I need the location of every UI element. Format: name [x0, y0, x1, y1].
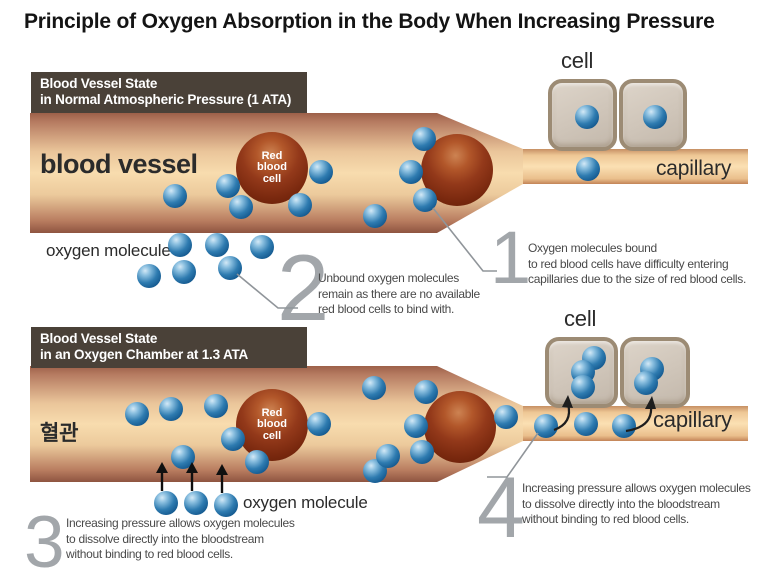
oxygen-molecule — [412, 127, 436, 151]
oxygen-molecule — [307, 412, 331, 436]
pressure-up-arrows — [156, 462, 228, 493]
panel-top-header: Blood Vessel State in Normal Atmospheric… — [31, 72, 307, 113]
red-blood-cell-bottom-2 — [424, 391, 496, 463]
oxygen-molecule — [494, 405, 518, 429]
oxygen-molecule — [168, 233, 192, 257]
red-blood-cell-bottom-labeled: Red blood cell — [236, 389, 308, 461]
leader-line-1 — [432, 207, 497, 272]
oxygen-molecule — [172, 260, 196, 284]
oxygen-molecule — [534, 414, 558, 438]
blood-vessel-label-top: blood vessel — [40, 149, 198, 179]
oxygen-molecule — [205, 233, 229, 257]
oxygen-molecule — [576, 157, 600, 181]
blood-vessel-label-bottom: 혈관 — [40, 422, 79, 445]
oxygen-molecule — [404, 414, 428, 438]
red-blood-cell-caption: Red blood cell — [257, 406, 287, 442]
oxygen-molecule — [363, 204, 387, 228]
oxygen-molecule — [376, 444, 400, 468]
oxygen-molecule — [184, 491, 208, 515]
oxygen-molecule-label-bottom: oxygen molecule — [243, 493, 368, 512]
cell-label-bottom: cell — [564, 306, 597, 331]
oxygen-molecule — [399, 160, 423, 184]
red-blood-cell-top-labeled: Red blood cell — [236, 132, 308, 204]
oxygen-molecule — [221, 427, 245, 451]
oxygen-molecule — [229, 195, 253, 219]
oxygen-molecule — [204, 394, 228, 418]
oxygen-molecule — [250, 235, 274, 259]
oxygen-molecule — [171, 445, 195, 469]
oxygen-molecule — [571, 375, 595, 399]
oxygen-molecule — [413, 188, 437, 212]
panel-bottom-header: Blood Vessel State in an Oxygen Chamber … — [31, 327, 307, 368]
annotation-3-text: Increasing pressure allows oxygen molecu… — [66, 516, 295, 562]
oxygen-molecule — [634, 371, 658, 395]
oxygen-molecule — [125, 402, 149, 426]
oxygen-molecule — [309, 160, 333, 184]
oxygen-molecule — [414, 380, 438, 404]
capillary-label-top: capillary — [656, 157, 732, 180]
oxygen-molecule — [288, 193, 312, 217]
oxygen-molecule-label-top: oxygen molecule — [46, 241, 171, 260]
oxygen-molecule — [137, 264, 161, 288]
oxygen-molecule — [245, 450, 269, 474]
oxygen-molecule — [574, 412, 598, 436]
oxygen-molecule — [216, 174, 240, 198]
oxygen-molecule — [362, 376, 386, 400]
annotation-2-text: Unbound oxygen molecules remain as there… — [318, 271, 480, 317]
oxygen-molecule — [163, 184, 187, 208]
panel-top-header-line1: Blood Vessel State — [40, 76, 158, 91]
cell-label-top: cell — [561, 48, 594, 73]
annotation-1-text: Oxygen molecules bound to red blood cell… — [528, 241, 747, 287]
panel-top-header-line2: in Normal Atmospheric Pressure (1 ATA) — [40, 92, 292, 107]
page-title: Principle of Oxygen Absorption in the Bo… — [24, 10, 715, 33]
panel-bottom-header-line2: in an Oxygen Chamber at 1.3 ATA — [40, 347, 249, 362]
oxygen-molecule — [214, 493, 238, 517]
annotation-4-text: Increasing pressure allows oxygen molecu… — [522, 481, 751, 527]
oxygen-molecule — [159, 397, 183, 421]
panel-bottom-header-line1: Blood Vessel State — [40, 331, 158, 346]
red-blood-cell-caption: Red blood cell — [257, 149, 287, 185]
annotation-3-number: 3 — [24, 502, 65, 570]
capillary-label-bottom: capillary — [653, 407, 732, 432]
oxygen-molecule — [218, 256, 242, 280]
oxygen-molecule — [154, 491, 178, 515]
oxygen-molecule — [643, 105, 667, 129]
oxygen-molecule — [612, 414, 636, 438]
oxygen-molecule — [410, 440, 434, 464]
tissue-cell-top-1 — [548, 79, 617, 151]
oxygen-molecule — [575, 105, 599, 129]
annotation-4-number: 4 — [477, 460, 525, 556]
